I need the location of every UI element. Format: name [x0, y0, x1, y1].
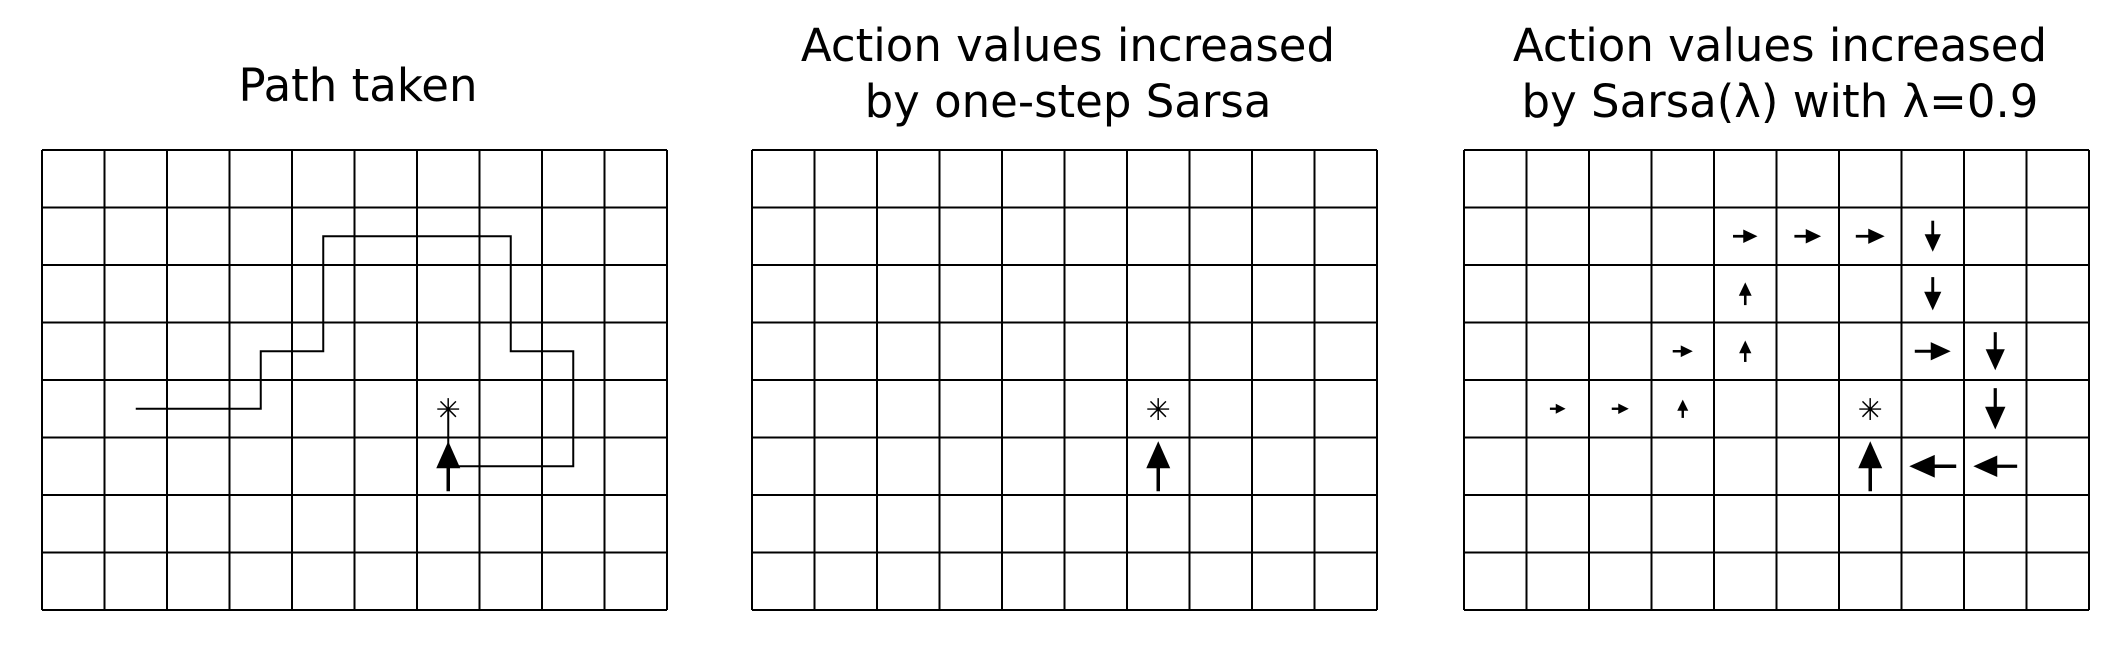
- title-line-1: Action values increased: [1512, 19, 2048, 72]
- gridworld: ✳: [41, 149, 668, 611]
- panel-title: Action values increased by one-step Sars…: [748, 18, 1388, 130]
- action-arrow-icon: [1549, 403, 1566, 414]
- title-line-2: by Sarsa(λ) with λ=0.9: [1521, 75, 2039, 128]
- sarsa-lambda-panel: Action values increased by Sarsa(λ) with…: [1460, 0, 2100, 646]
- grid-lines: [1463, 149, 2090, 611]
- gridworld: ✳: [1463, 149, 2090, 611]
- action-arrow-icon: [1611, 403, 1629, 414]
- action-arrow-icon: [1855, 228, 1885, 244]
- action-arrow-icon: [1672, 345, 1693, 358]
- path-taken-panel: Path taken ✳: [38, 0, 678, 646]
- action-arrow-icon: [1973, 455, 2018, 477]
- action-arrow-icon: [1677, 399, 1689, 418]
- title-line-2: by one-step Sarsa: [864, 75, 1272, 128]
- action-arrow-icon: [1738, 282, 1752, 306]
- panel-title: Path taken: [38, 58, 678, 114]
- goal-asterisk-icon: ✳: [1858, 393, 1883, 428]
- action-arrow-icon: [1909, 454, 1957, 478]
- grid-lines: [751, 149, 1378, 611]
- grid-lines: [41, 149, 668, 611]
- goal-asterisk-icon: ✳: [1146, 393, 1171, 428]
- action-arrow-icon: [1924, 277, 1942, 311]
- action-arrow-icon: [1985, 388, 2006, 430]
- action-arrow-icon: [1794, 229, 1822, 244]
- action-arrow-icon: [1739, 340, 1752, 362]
- action-arrow-icon: [1858, 441, 1883, 492]
- action-arrow-icon: [1146, 441, 1171, 492]
- action-arrow-icon: [1985, 332, 2005, 371]
- action-arrow-icon: [1733, 229, 1758, 244]
- action-arrow-icon: [1924, 220, 1941, 252]
- gridworld: ✳: [751, 149, 1378, 611]
- path-taken-line: [135, 235, 575, 468]
- title-line-1: Action values increased: [800, 19, 1336, 72]
- panel-title: Action values increased by Sarsa(λ) with…: [1460, 18, 2100, 130]
- action-arrow-icon: [1914, 342, 1951, 361]
- goal-asterisk-icon: ✳: [436, 393, 461, 428]
- action-arrow-icon: [436, 441, 461, 492]
- title-line-1: Path taken: [238, 59, 478, 112]
- one-step-sarsa-panel: Action values increased by one-step Sars…: [748, 0, 1388, 646]
